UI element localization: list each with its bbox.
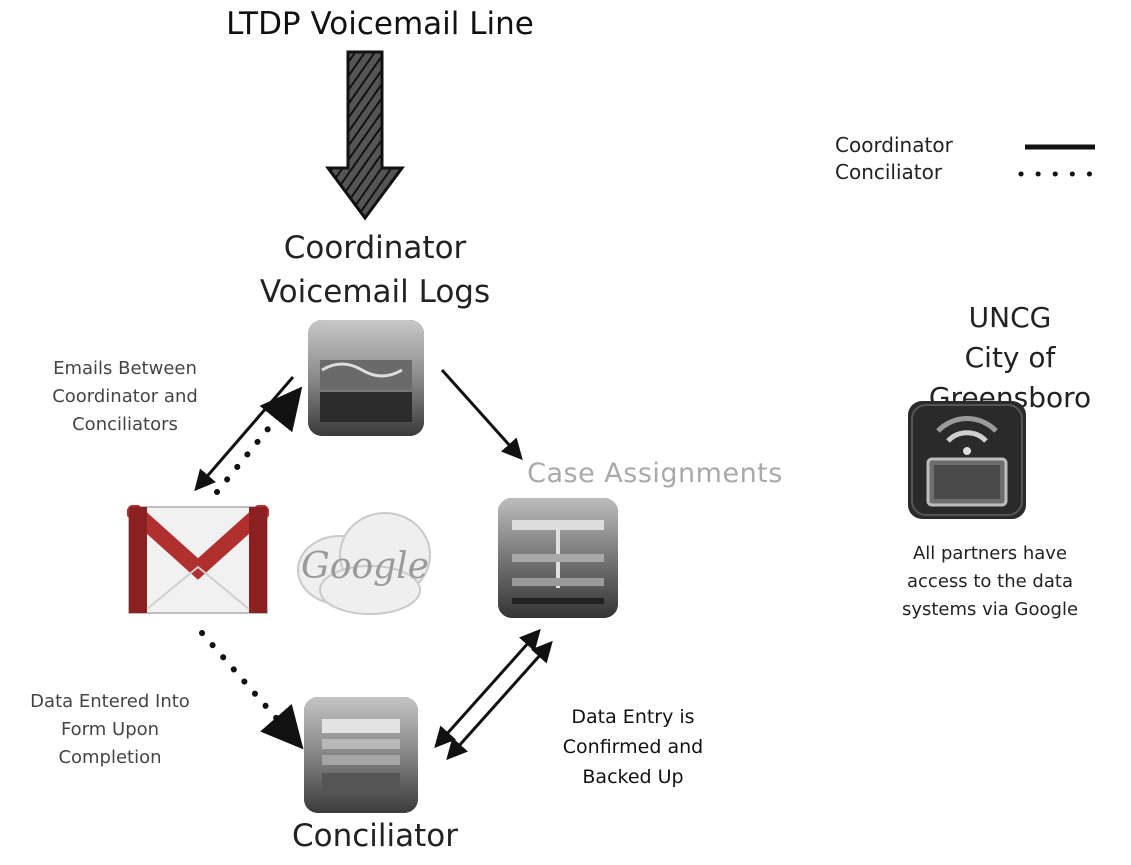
data-entered-note-line: Data Entered Into [30, 691, 190, 712]
voicemail-down-arrow [325, 50, 405, 221]
partners-note-line: systems via Google [901, 599, 1079, 620]
coordinator-title: Coordinator [283, 230, 467, 266]
legend-coordinator-label: Coordinator [835, 133, 953, 157]
arrow-coordinator-to-case [440, 368, 523, 461]
data-entered-note: Data Entered Into Form Upon Completion [0, 688, 220, 772]
coordinator-node-label: Coordinator Voicemail Logs [240, 226, 510, 314]
voicemail-line-title: LTDP Voicemail Line [226, 6, 534, 42]
voicemail-tile-icon [308, 320, 424, 436]
arrow-conciliator-case-b [446, 640, 553, 761]
data-entry-note-line: Confirmed and [562, 736, 704, 758]
emails-note-line: Conciliators [72, 414, 178, 435]
case-tile-icon [498, 498, 618, 618]
partners-note-line: All partners have [912, 543, 1068, 564]
google-logo-text: Google [301, 546, 429, 587]
data-entered-note-line: Form Upon [60, 719, 160, 740]
data-entry-note: Data Entry is Confirmed and Backed Up [528, 702, 738, 792]
emails-note: Emails Between Coordinator and Conciliat… [20, 355, 230, 439]
partners-note-line: access to the data [907, 571, 1073, 592]
arrow-conciliator-case-a [434, 628, 541, 749]
data-entry-note-line: Data Entry is [571, 706, 695, 728]
gmail-icon [123, 501, 273, 615]
org-uncg: UNCG [968, 301, 1052, 334]
google-cloud-icon: Google [290, 500, 440, 620]
case-assignments-label: Case Assignments [527, 458, 783, 489]
form-tile-icon [304, 697, 418, 813]
voicemail-logs-title: Voicemail Logs [259, 274, 491, 310]
conciliator-label: Conciliator [291, 818, 458, 854]
legend-conciliator-label: Conciliator [835, 160, 943, 184]
emails-note-line: Coordinator and [52, 386, 198, 407]
data-entered-note-line: Completion [58, 747, 162, 768]
emails-note-line: Emails Between [53, 358, 197, 379]
wifi-folder-icon [908, 401, 1026, 519]
organization-label: UNCG City of Greensboro [880, 298, 1131, 418]
data-entry-note-line: Backed Up [582, 766, 684, 788]
arrow-gmail-to-coordinator [214, 386, 303, 495]
partners-note: All partners have access to the data sys… [860, 540, 1120, 624]
